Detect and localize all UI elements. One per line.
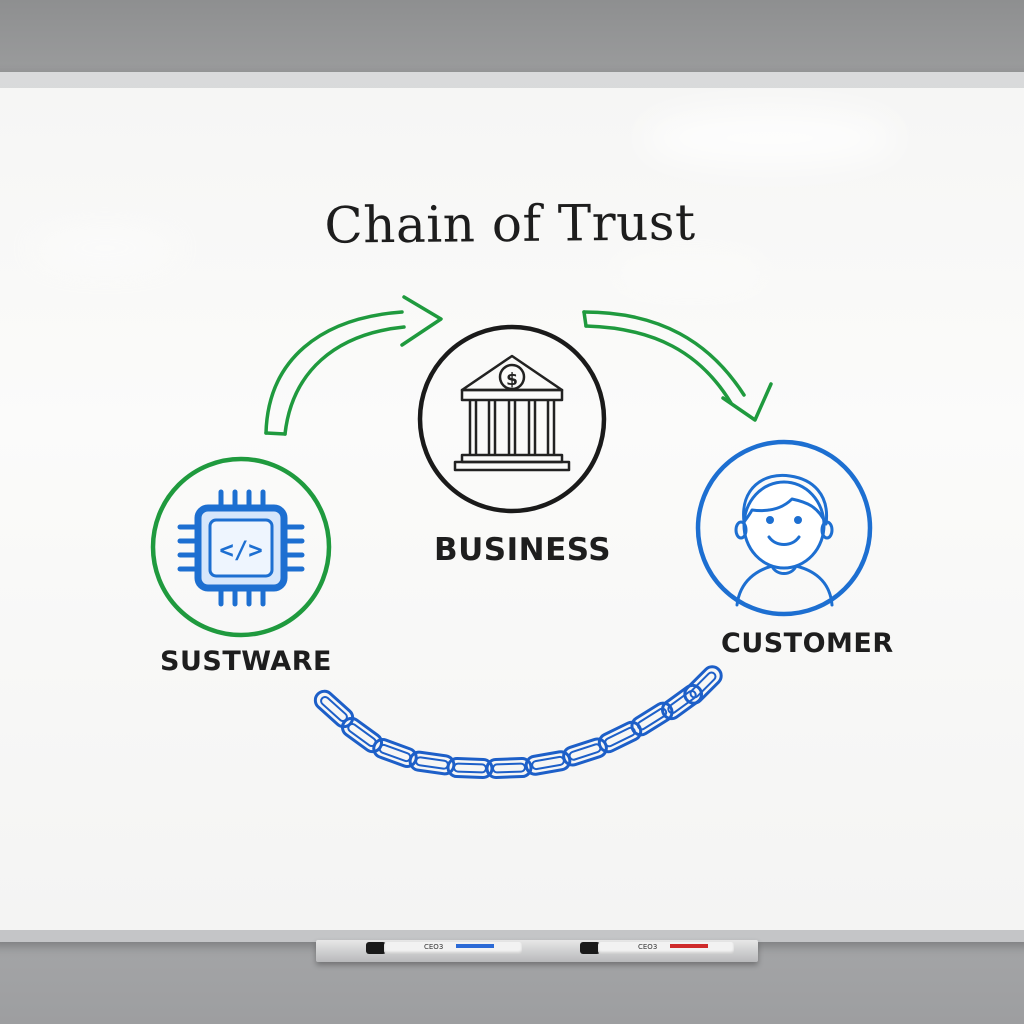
chip-code-icon	[177, 489, 305, 607]
marker-blue[interactable]: CEO3	[384, 942, 522, 954]
business-label: BUSINESS	[434, 532, 612, 568]
marker-color-band	[456, 944, 494, 948]
marker-tray: CEO3 CEO3	[316, 940, 758, 962]
software-label: SUSTWARE	[160, 646, 332, 677]
marker-brand: CEO3	[638, 943, 658, 951]
arrow-down-right-icon	[582, 310, 773, 422]
diagram-title: Chain of Trust	[324, 193, 696, 255]
marker-cap[interactable]	[366, 942, 386, 954]
chain-link-icon	[313, 665, 723, 779]
customer-ring	[695, 439, 873, 617]
marker-red[interactable]: CEO3	[598, 942, 734, 954]
glare	[640, 108, 900, 168]
software-ring	[150, 456, 332, 638]
software-node: </>	[150, 456, 332, 638]
customer-label: CUSTOMER	[721, 628, 894, 659]
dollar-glyph: $	[506, 370, 518, 390]
business-node: $	[417, 324, 607, 514]
glare	[610, 258, 770, 288]
glare	[30, 228, 180, 268]
arrow-right-icon	[264, 295, 443, 436]
person-face-icon	[734, 473, 834, 607]
marker-brand: CEO3	[424, 943, 444, 951]
code-glyph: </>	[219, 536, 262, 564]
customer-node	[695, 439, 873, 617]
marker-color-band	[670, 944, 708, 948]
bank-dollar-icon	[453, 354, 571, 472]
business-ring	[417, 324, 607, 514]
marker-cap[interactable]	[580, 942, 600, 954]
